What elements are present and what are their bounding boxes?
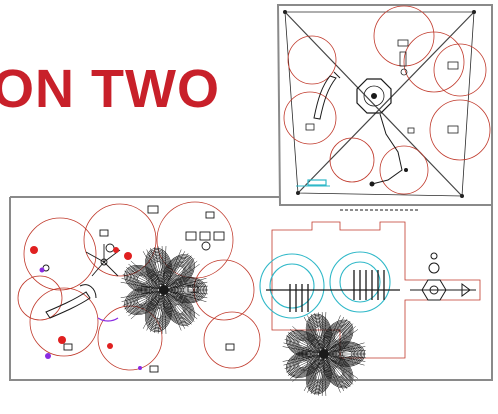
sail-post-2	[472, 10, 476, 14]
flower-climbers	[120, 246, 366, 396]
sail-diagonal-2	[297, 11, 475, 194]
sail-post-4	[296, 191, 300, 195]
fountain-feature	[410, 252, 476, 301]
bench-upper	[307, 179, 327, 186]
upper-pavilion	[9, 4, 493, 381]
octagon-structure	[356, 78, 392, 114]
lower-building-outline	[9, 196, 493, 381]
building-outline	[276, 4, 493, 206]
rope-trail	[371, 113, 403, 185]
spider-climber	[85, 229, 121, 277]
page-title: ON TWO	[0, 59, 220, 119]
flower-climber-lower	[282, 312, 366, 396]
lower-left-area	[17, 201, 261, 373]
water-play-area	[259, 221, 481, 359]
sail-diagonal-1	[284, 11, 463, 197]
slide	[313, 75, 337, 120]
sail-post-3	[460, 194, 464, 198]
slide-lower	[45, 291, 91, 319]
sail-post-1	[283, 10, 287, 14]
flower-climber-large	[120, 246, 208, 334]
fall-zones-lower	[17, 201, 261, 371]
fall-zones-upper	[283, 5, 491, 195]
